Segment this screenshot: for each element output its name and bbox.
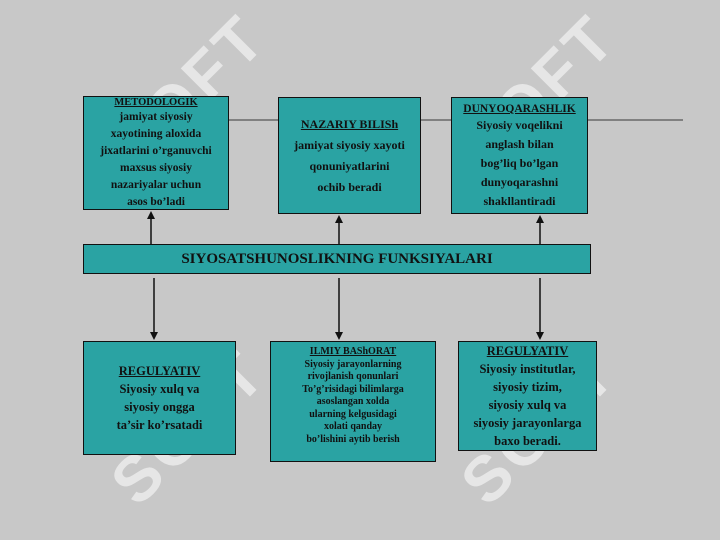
- box-text-line: siyosiy tizim,: [493, 380, 562, 394]
- box-text-line: Siyosiy institutlar,: [479, 362, 576, 376]
- box-text-line: To’g’risidagi bilimlarga: [302, 383, 404, 395]
- box-text-line: jamiyat siyosiy: [119, 111, 193, 123]
- box-text-line: maxsus siyosiy: [120, 162, 192, 174]
- box-text-line: siyosiy jarayonlarga: [473, 416, 582, 430]
- box-text-line: dunyoqarashni: [480, 175, 559, 189]
- box-title: REGULYATIV: [118, 364, 201, 378]
- box-nazariy-bilish: NAZARIY BILISh jamiyat siyosiy xayoti qo…: [278, 97, 421, 214]
- box-dunyoqarashlik: DUNYOQARASHLIK Siyosiy voqelikni anglash…: [451, 97, 588, 214]
- box-text-line: rivojlanish qonunlari: [307, 371, 399, 382]
- box-title: ILMIY BAShORAT: [309, 346, 397, 357]
- box-regulyativ-left: REGULYATIV Siyosiy xulq va siyosiy ongga…: [83, 341, 236, 455]
- box-text-line: baxo beradi.: [494, 434, 561, 448]
- main-functions-box: SIYOSATSHUNOSLIKNING FUNKSIYALARI: [83, 244, 591, 274]
- box-text-line: ta’sir ko’rsatadi: [116, 418, 203, 432]
- box-ilmiy-bashorat: ILMIY BAShORAT Siyosiy jarayonlarning ri…: [270, 341, 436, 462]
- box-text-line: asos bo’ladi: [127, 196, 185, 208]
- box-title: REGULYATIV: [486, 344, 569, 358]
- box-text-line: shakllantiradi: [483, 194, 556, 208]
- box-text-line: xayotining aloxida: [110, 128, 202, 140]
- box-title: METODOLOGIK: [114, 97, 198, 108]
- box-text-line: bog’liq bo’lgan: [480, 156, 559, 170]
- box-text-line: siyosiy ongga: [124, 400, 195, 414]
- box-text-line: bo’lishini aytib berish: [306, 433, 400, 445]
- box-text-line: jixatlarini o’rganuvchi: [100, 145, 212, 157]
- box-text-line: Siyosiy jarayonlarning: [304, 358, 402, 370]
- box-text-line: ochib beradi: [317, 179, 382, 194]
- box-text-line: qonuniyatlarini: [309, 158, 390, 173]
- box-title: NAZARIY BILISh: [300, 116, 399, 131]
- box-text-line: anglash bilan: [485, 137, 554, 151]
- box-metodologik: METODOLOGIK jamiyat siyosiy xayotining a…: [83, 96, 229, 210]
- box-text-line: Siyosiy voqelikni: [476, 118, 563, 132]
- box-text-line: asoslangan xolda: [316, 396, 390, 407]
- box-text-line: xolati qanday: [323, 421, 383, 432]
- box-title: DUNYOQARASHLIK: [463, 103, 576, 115]
- box-text-line: jamiyat siyosiy xayoti: [294, 137, 405, 152]
- box-text-line: Siyosiy xulq va: [119, 382, 200, 396]
- box-text-line: nazariyalar uchun: [110, 179, 202, 191]
- main-title: SIYOSATSHUNOSLIKNING FUNKSIYALARI: [181, 250, 493, 267]
- box-text-line: siyosiy xulq va: [488, 398, 567, 412]
- box-text-line: ularning kelgusidagi: [309, 408, 397, 420]
- box-regulyativ-right: REGULYATIV Siyosiy institutlar, siyosiy …: [458, 341, 597, 451]
